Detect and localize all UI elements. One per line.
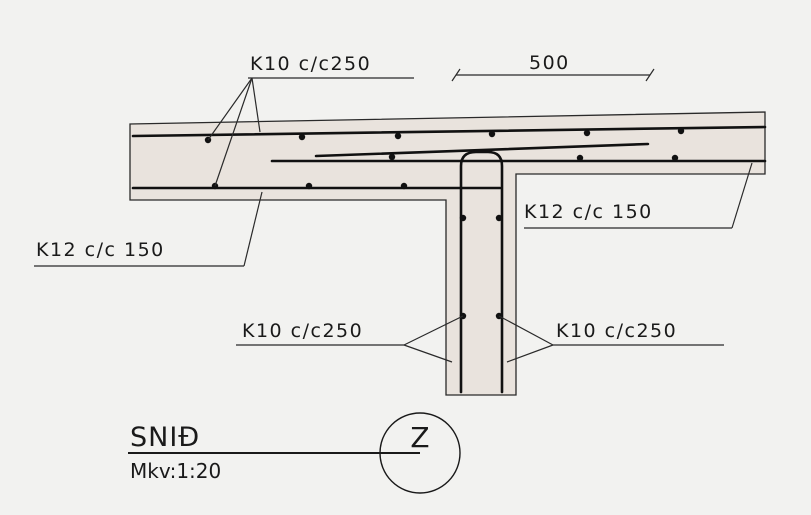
top-main-bar: [131, 125, 767, 138]
top-leader-1: [207, 77, 253, 141]
dimension-line: [451, 68, 655, 82]
wall-right-label: K10 c/c250: [556, 320, 677, 342]
left-leader: [243, 191, 263, 267]
section-title: SNIĐ: [130, 422, 200, 453]
bar-dots: [204, 127, 685, 320]
top-leader-2: [214, 77, 253, 187]
wall-right-leader-2: [506, 344, 554, 363]
right-bar-label: K12 c/c 150: [524, 201, 653, 223]
top-extra-bar: [314, 142, 650, 158]
right-leader: [731, 162, 753, 229]
section-marker-circle: [379, 412, 461, 494]
section-marker-letter: Z: [410, 421, 429, 454]
section-scale: Mkv:1:20: [130, 459, 221, 483]
concrete-section: [129, 111, 766, 396]
left-bar-label: K12 c/c 150: [36, 239, 165, 261]
wall-left-leader-1: [403, 315, 464, 346]
top-leader-3: [251, 77, 261, 133]
dimension-label: 500: [529, 52, 570, 74]
wall-left-label: K10 c/c250: [242, 320, 363, 342]
wall-right-leader-1: [498, 315, 554, 346]
top-bar-label: K10 c/c250: [250, 53, 371, 75]
wall-bar-left: [459, 150, 504, 394]
wall-left-leader-2: [403, 344, 453, 363]
